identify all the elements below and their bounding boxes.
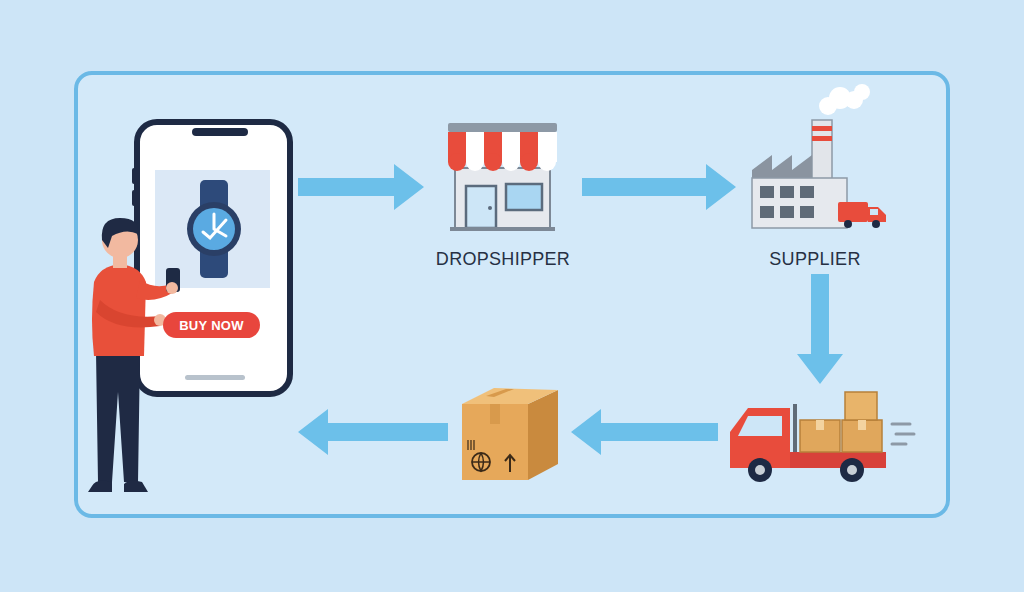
truck-icon-part: [842, 420, 882, 452]
watch-icon-part: [203, 220, 226, 238]
parcel-icon-part: [462, 388, 558, 404]
parcel-icon-part: [505, 455, 515, 472]
van-icon-part: [844, 220, 852, 228]
person-figure: [88, 218, 180, 492]
buy-button: BUY NOW: [163, 312, 260, 338]
factory-icon-part: [800, 186, 814, 198]
truck-icon-part: [738, 416, 782, 436]
parcel-icon: [462, 388, 558, 480]
flow-arrow: [571, 409, 718, 455]
factory-icon-part: [760, 206, 774, 218]
truck-icon-part: [816, 420, 824, 430]
factory-icon-part: [854, 84, 870, 100]
phone-node: BUY NOW: [80, 118, 294, 496]
store-icon-part: [506, 184, 542, 210]
node-label: SUPPLIER: [769, 249, 860, 270]
parcel-icon-part: [528, 390, 558, 480]
flow-arrow: [298, 164, 424, 210]
parcel-icon-part: [472, 453, 490, 471]
truck-icon-part: [858, 420, 866, 430]
person-figure-part: [88, 481, 112, 492]
factory-icon-part: [812, 126, 832, 131]
factory-icon-part: [812, 136, 832, 141]
person-figure-part: [166, 282, 178, 294]
person-figure-part: [96, 352, 140, 482]
store-icon-part: [538, 153, 556, 171]
phone-illustration-part: [185, 375, 245, 380]
truck-icon-part: [793, 404, 797, 452]
van-icon: [838, 202, 886, 228]
frame: [76, 73, 948, 516]
person-figure-part: [102, 218, 138, 248]
truck-node: [722, 388, 897, 484]
parcel-icon-part: [468, 440, 474, 450]
phone-illustration-part: [192, 128, 248, 136]
factory-icon-part: [760, 186, 774, 198]
node-label: DROPSHIPPER: [436, 249, 570, 270]
store-icon-part: [448, 153, 466, 171]
store-icon-part: [466, 186, 496, 228]
person-figure-part: [124, 480, 148, 492]
factory-icon-part: [780, 206, 794, 218]
store-icon-part: [484, 153, 502, 171]
store-icon-part: [520, 153, 538, 171]
truck-icon-part: [840, 458, 864, 482]
button-label: BUY NOW: [179, 318, 244, 333]
truck-icon-part: [800, 420, 840, 452]
factory-icon-part: [780, 186, 794, 198]
van-icon-part: [872, 220, 880, 228]
store-icon: [448, 123, 557, 231]
flow-arrow: [797, 274, 843, 384]
dropshipper-node: DROPSHIPPER: [428, 118, 578, 270]
truck-icon-part: [845, 392, 877, 420]
watch-icon-part: [193, 208, 235, 250]
factory-icon: [752, 84, 870, 228]
truck-icon-part: [892, 424, 914, 444]
parcel-node: [452, 372, 567, 484]
truck-icon-part: [790, 452, 886, 468]
store-icon-part: [502, 153, 520, 171]
store-icon-part: [466, 153, 484, 171]
factory-icon-part: [752, 178, 847, 228]
truck-icon-part: [847, 465, 857, 475]
van-icon-part: [870, 209, 878, 215]
store-icon-part: [448, 123, 557, 132]
parcel-icon-part: [462, 404, 528, 480]
truck-icon-part: [755, 465, 765, 475]
parcel-icon-part: [472, 453, 490, 471]
watch-icon: [187, 180, 241, 278]
phone-illustration-part: [137, 122, 290, 394]
flow-arrow: [582, 164, 736, 210]
truck-icon: [730, 392, 914, 482]
phone-illustration: [132, 122, 290, 394]
van-icon-part: [838, 202, 868, 222]
person-figure-part: [96, 300, 160, 327]
parcel-icon-part: [486, 389, 514, 397]
supplier-node: SUPPLIER: [740, 84, 890, 270]
van-icon-part: [868, 207, 886, 222]
watch-icon-part: [187, 202, 241, 256]
truck-icon-part: [748, 458, 772, 482]
flow-arrow: [298, 409, 448, 455]
store-icon-part: [488, 206, 492, 210]
factory-icon-part: [800, 206, 814, 218]
frame-part: [76, 73, 948, 516]
store-icon-part: [450, 227, 555, 231]
store-icon-part: [455, 168, 550, 228]
parcel-icon-part: [490, 404, 500, 424]
